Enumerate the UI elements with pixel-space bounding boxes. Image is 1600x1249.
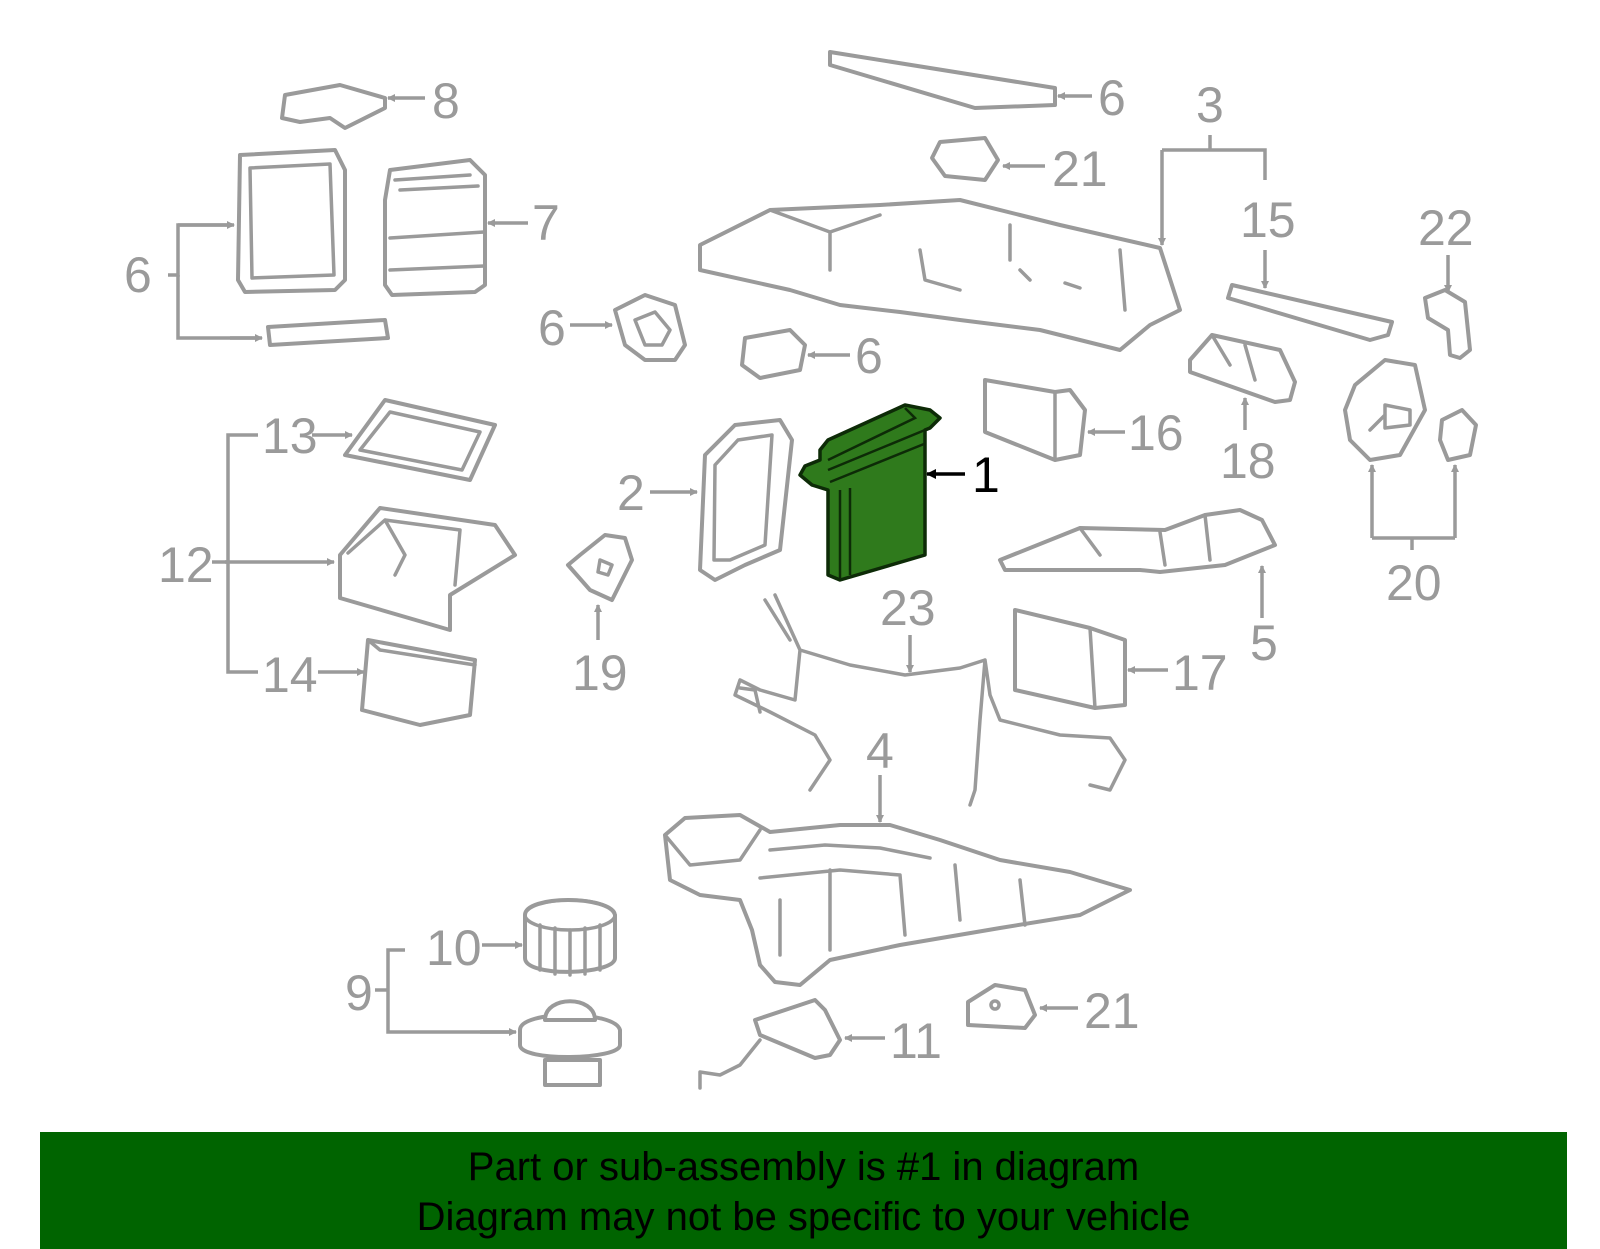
callout-21-bottom: 21 (1084, 983, 1140, 1039)
info-banner: Part or sub-assembly is #1 in diagram Di… (40, 1132, 1567, 1249)
callout-13: 13 (262, 408, 318, 464)
callout-1: 1 (972, 447, 1000, 503)
callout-12: 12 (158, 537, 214, 593)
hvac-parts-diagram: 8 6 7 6 21 3 (124, 50, 1478, 1090)
callout-14: 14 (262, 647, 318, 703)
part-6-top-strip: 6 (828, 50, 1126, 126)
part-23-wire-harness: 23 (733, 580, 1127, 807)
part-10-blower-wheel: 10 (426, 898, 617, 977)
callout-6-mid: 6 (538, 300, 566, 356)
callout-16: 16 (1128, 405, 1184, 461)
part-6-seal-group: 6 (124, 148, 390, 347)
part-3-upper-case: 3 (698, 77, 1267, 352)
callout-8: 8 (432, 73, 460, 129)
part-1-heater-core: 1 (798, 403, 1000, 582)
callout-22: 22 (1418, 200, 1474, 256)
callout-6-right: 6 (855, 328, 883, 384)
callout-17: 17 (1172, 645, 1228, 701)
part-13-filter (312, 398, 497, 482)
callout-9: 9 (345, 965, 373, 1021)
part-20-actuators: 20 (1343, 358, 1478, 611)
part-22-bracket: 22 (1418, 200, 1474, 360)
callout-21-top: 21 (1052, 141, 1108, 197)
part-16-panel: 16 (983, 378, 1184, 462)
callout-7: 7 (532, 195, 560, 251)
banner-line-1: Part or sub-assembly is #1 in diagram (467, 1145, 1140, 1189)
part-12-housing (225, 506, 517, 632)
callout-3: 3 (1196, 77, 1224, 133)
part-11-resistor: 11 (698, 998, 942, 1090)
part-6-rings: 6 6 (538, 293, 883, 384)
callout-6-left: 6 (124, 247, 152, 303)
part-14-box (318, 638, 477, 727)
callout-18: 18 (1220, 433, 1276, 489)
callout-6-top: 6 (1098, 70, 1126, 126)
callout-15: 15 (1240, 192, 1296, 248)
group-12-bracket: 13 12 14 (158, 408, 318, 703)
callout-10: 10 (426, 920, 482, 976)
callout-4: 4 (866, 723, 894, 779)
callout-19: 19 (572, 645, 628, 701)
part-19-actuator: 19 (566, 533, 634, 701)
part-5-duct: 5 (998, 508, 1278, 671)
part-9-blower-motor: 9 (345, 948, 622, 1087)
part-2-door-frame: 2 (617, 418, 794, 582)
callout-11: 11 (890, 1013, 942, 1069)
part-18-bracket: 18 (1188, 333, 1297, 489)
part-8-cover: 8 (280, 73, 460, 130)
callout-20: 20 (1386, 555, 1442, 611)
part-17-panel: 17 (1013, 608, 1228, 710)
part-4-lower-case: 4 (663, 723, 1132, 987)
part-15-strip: 15 (1226, 192, 1394, 342)
part-21-bottom: 21 (966, 983, 1140, 1039)
part-21-top: 21 (930, 136, 1108, 197)
part-7-core: 7 (383, 158, 560, 297)
banner-line-2: Diagram may not be specific to your vehi… (416, 1195, 1191, 1239)
callout-23: 23 (880, 580, 936, 636)
callout-2: 2 (617, 465, 645, 521)
callout-5: 5 (1250, 615, 1278, 671)
